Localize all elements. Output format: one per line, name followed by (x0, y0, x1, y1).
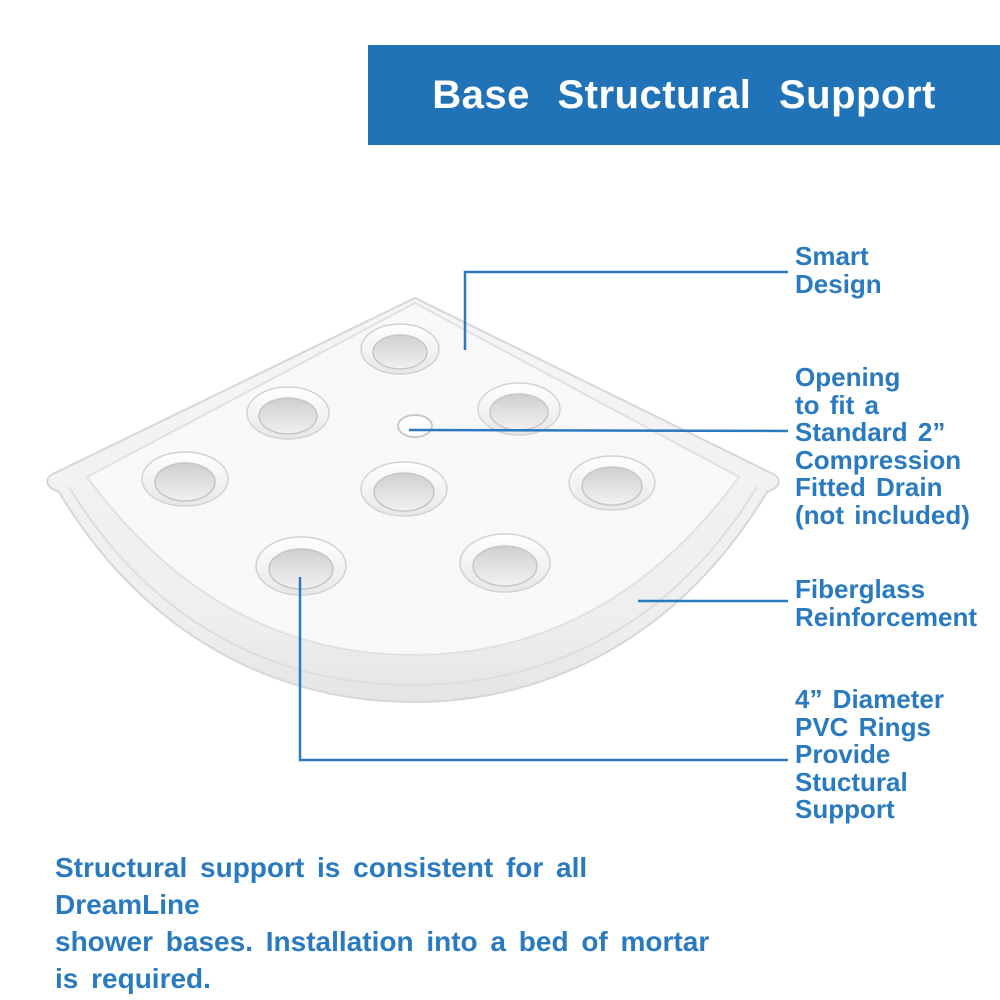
shower-base-illustration (46, 296, 780, 704)
pvc-ring (568, 455, 656, 511)
callout-drain-opening: Opening to fit a Standard 2” Compression… (795, 362, 970, 530)
footer-note: Structural support is consistent for all… (55, 852, 710, 994)
pvc-ring (477, 382, 561, 436)
page-title: Base Structural Support (432, 72, 936, 117)
pvc-ring (255, 536, 347, 596)
pvc-ring (459, 533, 551, 593)
title-banner: Base Structural Support (368, 45, 1000, 145)
pvc-ring (246, 386, 330, 440)
pvc-ring (360, 323, 440, 375)
callout-smart-design: Smart Design (795, 241, 882, 299)
callout-pvc-rings: 4” Diameter PVC Rings Provide Stuctural … (795, 684, 944, 825)
pvc-rings-group (141, 323, 656, 596)
drain-opening-hole (397, 414, 433, 438)
pvc-ring (360, 461, 448, 517)
pvc-ring (141, 451, 229, 507)
callout-fiberglass: Fiberglass Reinforcement (795, 574, 978, 632)
